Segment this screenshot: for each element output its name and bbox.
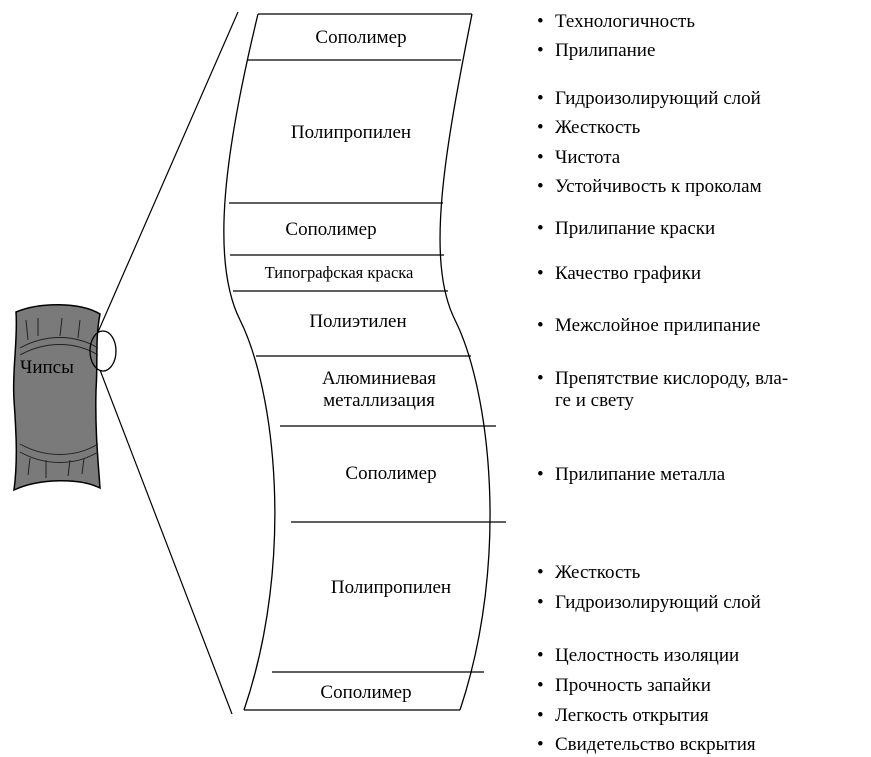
film-strip-right-edge	[439, 13, 491, 711]
bullet-dot-icon: •	[537, 88, 544, 109]
bullet-dot-icon: •	[537, 645, 544, 666]
zoom-circle	[89, 330, 117, 372]
property-item: •Чистота	[537, 147, 621, 168]
property-item: •Межслойное прилипание	[537, 315, 761, 336]
zoom-line-top	[97, 11, 239, 333]
property-item: •Жесткость	[537, 117, 641, 138]
layer-label-copolymer-bottom: Сополимер	[320, 682, 412, 703]
layer-label-ink: Типографская краска	[264, 263, 414, 282]
bullet-dot-icon: •	[537, 705, 544, 726]
bullet-dot-icon: •	[537, 368, 544, 389]
layer-label-polypropylene-bottom: Полипропилен	[330, 577, 452, 598]
bullet-dot-icon: •	[537, 734, 544, 755]
bullet-dot-icon: •	[537, 464, 544, 485]
layer-label-polyethylene: Полиэтилен	[309, 311, 407, 332]
layer-label-polypropylene-top: Полипропилен	[290, 122, 412, 143]
property-item: •Устойчивость к проколам	[537, 176, 762, 197]
film-strip-left-edge	[223, 13, 276, 711]
bullet-dot-icon: •	[537, 147, 544, 168]
property-item: •Качество графики	[537, 263, 701, 284]
layer-dividers	[229, 59, 506, 673]
property-item: •Технологичность	[537, 11, 696, 32]
property-item: •Свидетельство вскрытия	[537, 734, 756, 755]
bag-crinkle-lines	[19, 317, 99, 478]
property-item: •Жесткость	[537, 562, 641, 583]
bullet-dot-icon: •	[537, 592, 544, 613]
layer-label-copolymer-metal: Сополимер	[345, 463, 437, 484]
bag-label: Чипсы	[20, 357, 74, 378]
zoom-line-bottom	[99, 369, 233, 715]
property-item: •Прилипание краски	[537, 218, 716, 239]
bullet-dot-icon: •	[537, 40, 544, 61]
bullet-dot-icon: •	[537, 315, 544, 336]
property-item: •Препятствие кислороду, вла-ге и свету	[537, 368, 789, 411]
bullet-dot-icon: •	[537, 11, 544, 32]
bullet-dot-icon: •	[537, 675, 544, 696]
property-item: •Прилипание металла	[537, 464, 726, 485]
property-item: •Гидроизолирующий слой	[537, 88, 761, 109]
layer-label-copolymer-top: Сополимер	[315, 27, 407, 48]
property-item: •Прилипание	[537, 40, 656, 61]
property-item: •Целостность изоляции	[537, 645, 740, 666]
chips-bag	[12, 304, 101, 492]
layer-label-aluminium: Алюминиевая металлизация	[322, 368, 436, 411]
property-item: •Гидроизолирующий слой	[537, 592, 761, 613]
property-item: •Прочность запайки	[537, 675, 711, 696]
property-item: •Легкость открытия	[537, 705, 709, 726]
bullet-dot-icon: •	[537, 117, 544, 138]
bullet-dot-icon: •	[537, 562, 544, 583]
layer-label-copolymer-print: Сополимер	[285, 219, 377, 240]
bullet-dot-icon: •	[537, 263, 544, 284]
bullet-dot-icon: •	[537, 218, 544, 239]
bullet-dot-icon: •	[537, 176, 544, 197]
